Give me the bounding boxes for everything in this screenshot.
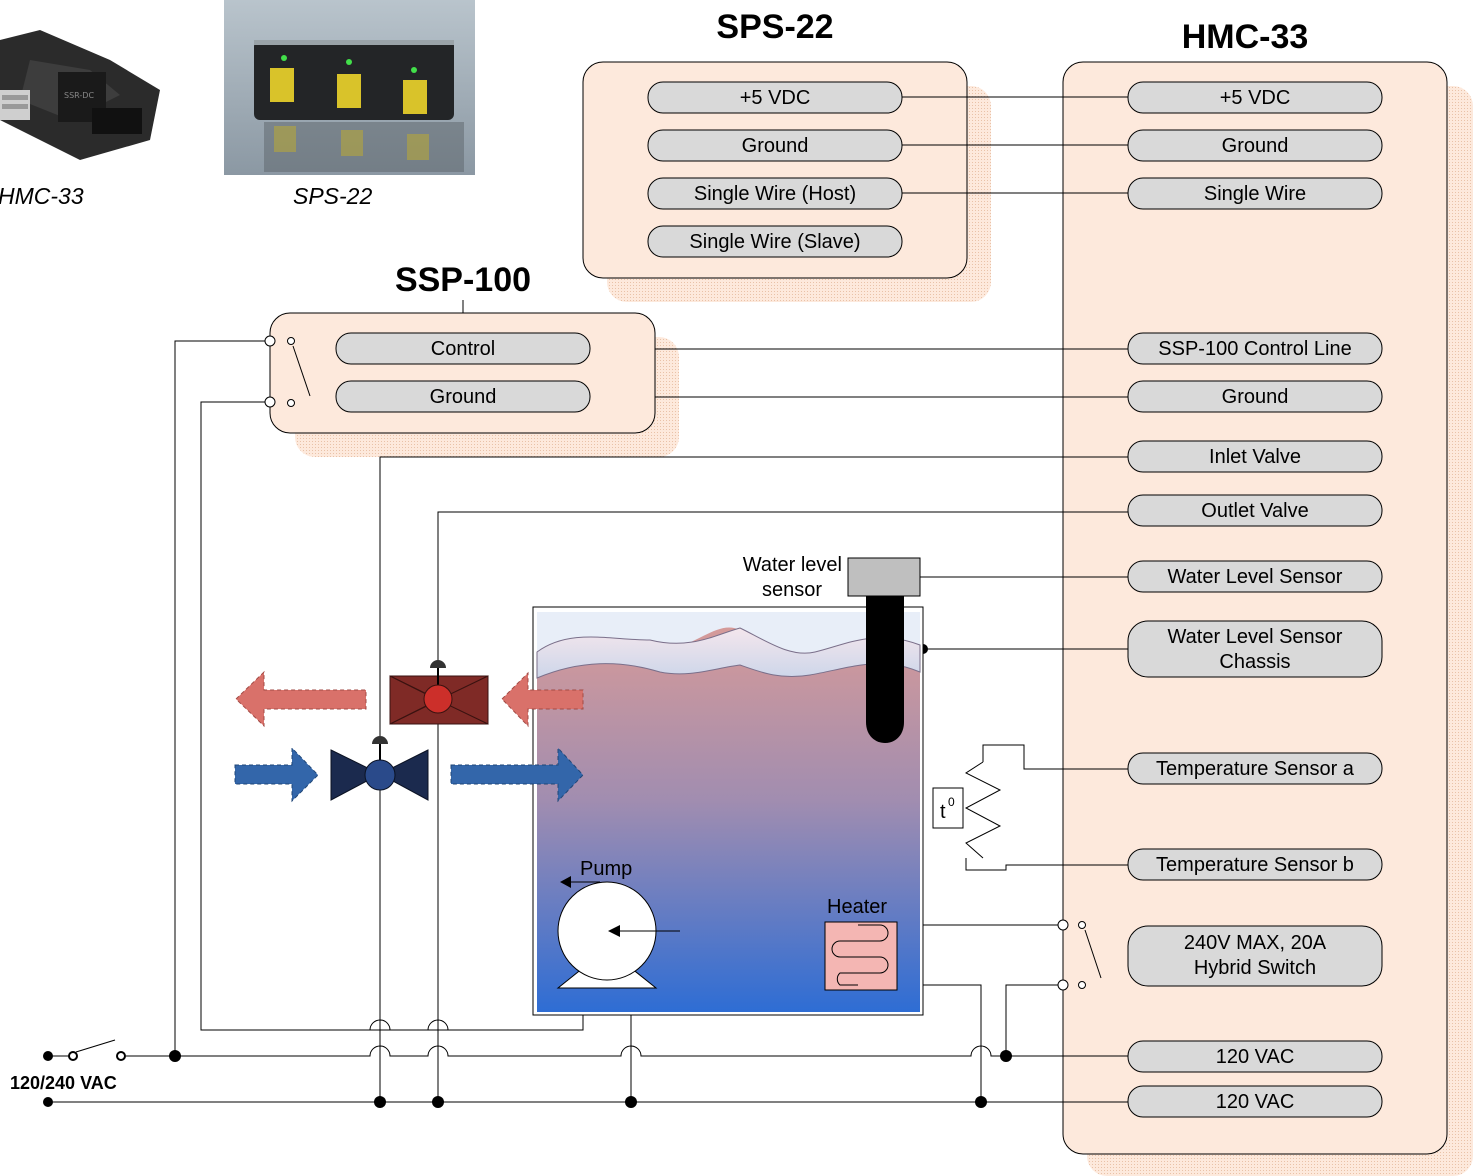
sps22-pin: Ground bbox=[647, 129, 903, 162]
ssp100-pin-label: Control bbox=[431, 338, 495, 360]
sps22-pin: +5 VDC bbox=[647, 81, 903, 114]
hmc33-pin: Inlet Valve bbox=[1127, 440, 1383, 473]
svg-text:SSR-DC: SSR-DC bbox=[64, 91, 94, 100]
ssp100-pin: Ground bbox=[335, 380, 591, 413]
cold-water-in-arrow bbox=[234, 746, 584, 803]
hmc33-photo-caption: HMC-33 bbox=[0, 183, 84, 209]
hmc33-pin: Single Wire bbox=[1127, 177, 1383, 210]
hmc33-pin-label: +5 VDC bbox=[1220, 87, 1291, 109]
supply-label: 120/240 VAC bbox=[10, 1073, 117, 1093]
heater-label: Heater bbox=[827, 896, 887, 918]
heater bbox=[824, 921, 898, 991]
sps22-photo-caption: SPS-22 bbox=[293, 183, 373, 209]
sps22-pin-label: Single Wire (Host) bbox=[694, 183, 856, 205]
temp-symbol: t bbox=[940, 801, 946, 823]
sps22-title: SPS-22 bbox=[716, 8, 833, 46]
sps22-pin-label: Single Wire (Slave) bbox=[689, 231, 860, 253]
hmc33-pin-label: Water Level Sensor bbox=[1168, 626, 1343, 648]
hmc33-pin: SSP-100 Control Line bbox=[1127, 332, 1383, 365]
temperature-sensor: t 0 bbox=[932, 761, 1002, 859]
hot-water-out-arrow bbox=[235, 670, 584, 728]
sps22-module: SPS-22 +5 VDC Ground Single Wire (Host) … bbox=[582, 8, 991, 302]
hmc33-pin: Outlet Valve bbox=[1127, 494, 1383, 527]
hmc33-pin: 120 VAC bbox=[1127, 1040, 1383, 1073]
outlet-valve bbox=[389, 660, 489, 725]
hmc33-pin-label: Ground bbox=[1222, 135, 1289, 157]
wiring bbox=[48, 96, 1128, 1103]
sps22-pin: Single Wire (Host) bbox=[647, 177, 903, 210]
hmc33-pin-label: Inlet Valve bbox=[1209, 446, 1301, 468]
hmc33-pin: +5 VDC bbox=[1127, 81, 1383, 114]
hmc33-pin: Water Level Sensor bbox=[1127, 560, 1383, 593]
hmc33-pin: 120 VAC bbox=[1127, 1085, 1383, 1118]
hmc33-pin-label: Water Level Sensor bbox=[1168, 566, 1343, 588]
ssp100-pin: Control bbox=[335, 332, 591, 365]
sps22-pin-label: Ground bbox=[742, 135, 809, 157]
hmc33-pin-label: Chassis bbox=[1219, 651, 1290, 673]
hmc33-pin-label: 120 VAC bbox=[1216, 1091, 1295, 1113]
hmc33-pin-label: SSP-100 Control Line bbox=[1158, 338, 1351, 360]
water-level-sensor-label: Water level bbox=[743, 554, 842, 576]
inlet-valve bbox=[330, 736, 429, 801]
hmc33-module: HMC-33 +5 VDC Ground Single Wire SSP-100… bbox=[1062, 18, 1473, 1176]
hmc33-pin: 240V MAX, 20A Hybrid Switch bbox=[1127, 925, 1383, 987]
pump-label: Pump bbox=[580, 858, 632, 880]
water-level-sensor-label-2: sensor bbox=[762, 579, 822, 601]
hmc33-pin-label: 120 VAC bbox=[1216, 1046, 1295, 1068]
hmc33-pin-label: Temperature Sensor b bbox=[1156, 854, 1354, 876]
temp-superscript: 0 bbox=[948, 795, 955, 809]
sps22-pin-label: +5 VDC bbox=[740, 87, 811, 109]
hmc33-pin: Temperature Sensor a bbox=[1127, 752, 1383, 785]
hmc33-pin: Ground bbox=[1127, 129, 1383, 162]
hmc33-pin-label: Ground bbox=[1222, 386, 1289, 408]
sps22-photo bbox=[224, 0, 475, 175]
pump bbox=[556, 876, 680, 989]
hmc33-pin: Temperature Sensor b bbox=[1127, 848, 1383, 881]
hmc33-photo: SSR-DC bbox=[0, 30, 160, 160]
hmc33-pin: Ground bbox=[1127, 380, 1383, 413]
ssp100-module: SSP-100 Control Ground bbox=[264, 261, 679, 457]
hmc33-pin: Water Level Sensor Chassis bbox=[1127, 620, 1383, 678]
ssp100-pin-label: Ground bbox=[430, 386, 497, 408]
ssp100-title: SSP-100 bbox=[395, 261, 531, 299]
junction-dots bbox=[43, 644, 1012, 1108]
hmc33-pin-label: Outlet Valve bbox=[1201, 500, 1308, 522]
hmc33-pin-label: Temperature Sensor a bbox=[1156, 758, 1355, 780]
sps22-pin: Single Wire (Slave) bbox=[647, 225, 903, 258]
hmc33-pin-label: 240V MAX, 20A bbox=[1184, 932, 1327, 954]
hmc33-title: HMC-33 bbox=[1182, 18, 1309, 56]
hmc33-pin-label: Single Wire bbox=[1204, 183, 1306, 205]
hmc33-pin-label: Hybrid Switch bbox=[1194, 957, 1316, 979]
